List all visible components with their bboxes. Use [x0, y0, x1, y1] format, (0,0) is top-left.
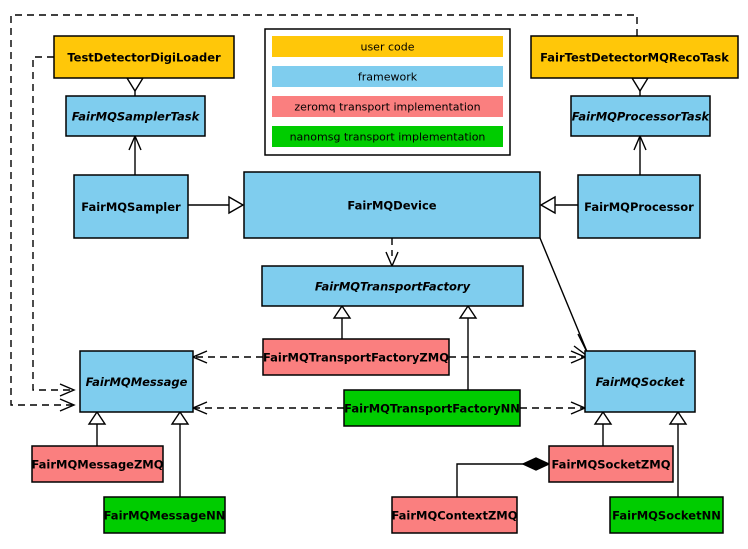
legend-label: framework: [358, 71, 418, 84]
legend-item-2: zeromq transport implementation: [272, 96, 503, 117]
legend-label: nanomsg transport implementation: [290, 131, 486, 144]
edge-tfzmq-to-socket: [449, 350, 587, 364]
class-node-FairMQSocketNN[interactable]: FairMQSocketNN: [609, 496, 724, 534]
class-node-FairMQMessageNN[interactable]: FairMQMessageNN: [103, 496, 226, 534]
class-node-label: FairMQTransportFactoryZMQ: [263, 351, 449, 365]
edge-processortask-to-recotask: [630, 77, 650, 96]
legend: user code framework zeromq transport imple…: [264, 28, 511, 156]
class-node-label: FairMQSampler: [81, 200, 181, 214]
class-node-box[interactable]: [73, 174, 189, 239]
edge-samplertask-to-digiloader: [125, 77, 145, 96]
class-node-FairTestDetectorMQRecoTask[interactable]: FairTestDetectorMQRecoTask: [530, 35, 739, 79]
class-node-FairMQSocketZMQ[interactable]: FairMQSocketZMQ: [548, 445, 674, 483]
class-node-FairMQSampler[interactable]: FairMQSampler: [73, 174, 189, 239]
class-node-box[interactable]: [262, 338, 450, 376]
edge-processor-to-processortask: [633, 134, 647, 175]
edge-socketzmq-to-contextzmq: [456, 457, 551, 497]
edge-sampler-to-device: [188, 195, 245, 215]
legend-item-3: nanomsg transport implementation: [272, 126, 503, 147]
edge-tfnn-to-transportfactory: [458, 304, 478, 390]
edge-processor-to-device: [539, 195, 578, 215]
edge-socketnn-to-socket: [668, 410, 688, 497]
edge-messagezmq-to-message: [87, 410, 107, 446]
class-node-box[interactable]: [65, 95, 206, 137]
edge-tfzmq-to-transportfactory: [332, 304, 352, 339]
edge-tfnn-to-socket: [520, 401, 587, 415]
class-node-box[interactable]: [53, 35, 235, 79]
class-node-box[interactable]: [343, 389, 521, 427]
class-node-FairMQDevice[interactable]: FairMQDevice: [243, 171, 541, 239]
class-node-label: FairMQSocketNN: [612, 509, 721, 523]
class-node-box[interactable]: [261, 265, 524, 307]
class-node-box[interactable]: [530, 35, 739, 79]
class-node-box[interactable]: [548, 445, 674, 483]
class-node-FairMQSocket[interactable]: FairMQSocket: [584, 350, 696, 413]
class-node-box[interactable]: [391, 496, 518, 534]
class-node-TestDetectorDigiLoader[interactable]: TestDetectorDigiLoader: [53, 35, 235, 79]
legend-label: zeromq transport implementation: [294, 101, 480, 114]
edge-tfnn-to-message: [191, 401, 344, 415]
class-node-label: FairMQSocketZMQ: [552, 458, 671, 472]
edge-tfzmq-to-message: [191, 350, 263, 364]
class-node-box[interactable]: [570, 95, 711, 137]
class-node-FairMQProcessor[interactable]: FairMQProcessor: [577, 174, 701, 239]
class-node-label: FairMQDevice: [347, 199, 436, 213]
class-node-FairMQSamplerTask[interactable]: FairMQSamplerTask: [65, 95, 206, 137]
class-node-FairMQMessage[interactable]: FairMQMessage: [79, 350, 194, 413]
class-node-label: TestDetectorDigiLoader: [67, 51, 221, 65]
edge-recotask-to-message: [10, 14, 638, 412]
class-node-label: FairMQProcessorTask: [572, 110, 711, 124]
class-node-label: FairMQMessageNN: [104, 509, 226, 523]
class-node-label: FairMQSamplerTask: [72, 110, 201, 124]
class-node-box[interactable]: [584, 350, 696, 413]
legend-label: user code: [360, 41, 414, 54]
class-node-label: FairMQSocket: [596, 375, 685, 389]
class-node-FairMQProcessorTask[interactable]: FairMQProcessorTask: [570, 95, 711, 137]
legend-swatch: [272, 36, 503, 57]
legend-swatch: [272, 96, 503, 117]
class-node-label: FairMQMessage: [86, 375, 188, 389]
edge-device-to-transportfactory: [385, 238, 399, 268]
node-layer: TestDetectorDigiLoader FairTestDetectorMQ…: [31, 35, 739, 534]
class-node-FairMQTransportFactoryZMQ[interactable]: FairMQTransportFactoryZMQ: [262, 338, 450, 376]
edge-digiloader-to-message: [32, 56, 76, 397]
legend-swatch: [272, 126, 503, 147]
class-node-box[interactable]: [103, 496, 226, 534]
edge-socketzmq-to-socket: [593, 410, 613, 446]
class-node-label: FairMQContextZMQ: [391, 509, 517, 523]
class-node-box[interactable]: [79, 350, 194, 413]
class-node-label: FairMQTransportFactoryNN: [344, 402, 520, 416]
legend-item-1: framework: [272, 66, 503, 87]
legend-swatch: [272, 66, 503, 87]
class-node-box[interactable]: [577, 174, 701, 239]
class-node-FairMQContextZMQ[interactable]: FairMQContextZMQ: [391, 496, 518, 534]
class-node-box[interactable]: [31, 445, 164, 483]
class-node-label: FairMQMessageZMQ: [31, 458, 163, 472]
edge-device-to-socket: [539, 237, 591, 359]
class-node-box[interactable]: [243, 171, 541, 239]
class-node-label: FairMQTransportFactory: [315, 280, 471, 294]
class-node-FairMQTransportFactory[interactable]: FairMQTransportFactory: [261, 265, 524, 307]
class-node-label: FairMQProcessor: [584, 200, 694, 214]
edge-sampler-to-samplertask: [128, 134, 142, 175]
legend-item-0: user code: [272, 36, 503, 57]
class-node-box[interactable]: [609, 496, 724, 534]
edge-messagenn-to-message: [170, 410, 190, 497]
class-node-FairMQMessageZMQ[interactable]: FairMQMessageZMQ: [31, 445, 164, 483]
class-node-FairMQTransportFactoryNN[interactable]: FairMQTransportFactoryNN: [343, 389, 521, 427]
class-node-label: FairTestDetectorMQRecoTask: [540, 51, 729, 65]
